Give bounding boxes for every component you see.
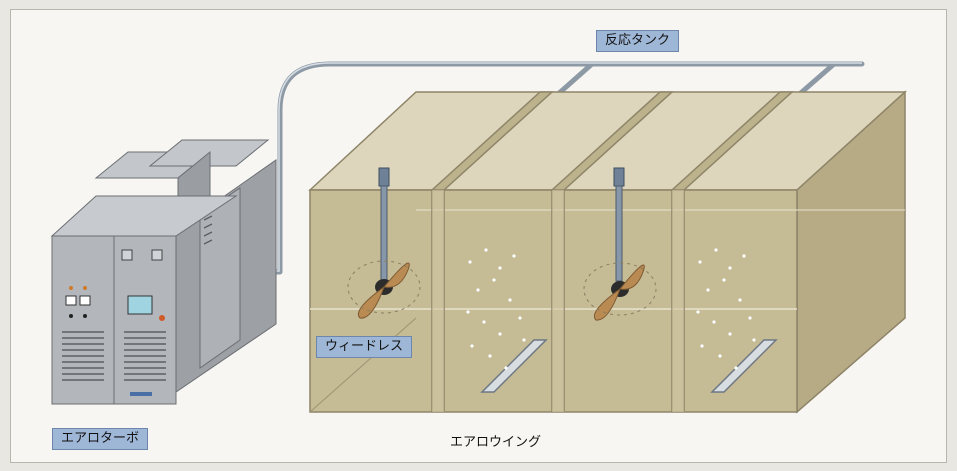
propeller-mixer-icon (347, 167, 421, 319)
weedless-label: ウィードレス (316, 336, 413, 358)
propeller-mixer-icon (583, 167, 657, 321)
reaction-tank (308, 90, 907, 414)
reaction-tank-label: 反応タンク (596, 30, 680, 52)
air-bubbles-icon (466, 248, 756, 370)
diffuser-icon (480, 339, 778, 393)
aero-wing-label: エアロウイング (450, 435, 542, 450)
blower-unit-icon (50, 139, 277, 405)
aero-turbo-label: エアロターボ (52, 428, 149, 450)
